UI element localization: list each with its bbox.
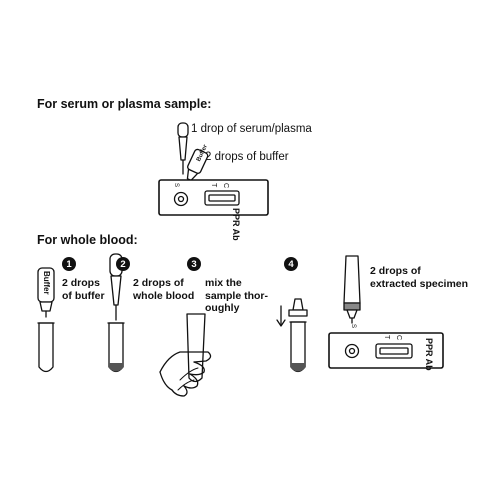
step-4-line-1: 2 drops of bbox=[370, 265, 421, 277]
serum-plasma-heading: For serum or plasma sample: bbox=[37, 97, 212, 111]
step-2-line-2: whole blood bbox=[133, 289, 195, 302]
dropper-icon bbox=[177, 122, 189, 175]
step-1-number: 1 bbox=[62, 257, 76, 271]
step-4-text: 2 drops of extracted specimen bbox=[370, 265, 468, 290]
tube-icon-4 bbox=[289, 321, 307, 373]
serum-drop-note: 1 drop of serum/plasma bbox=[191, 123, 312, 135]
step-3-text: mix the sample thor- oughly bbox=[205, 277, 268, 315]
dropper-cap-icon bbox=[288, 298, 308, 317]
cassette-mark-c-1: C bbox=[222, 183, 229, 189]
step-1-text: 2 drops of buffer bbox=[62, 277, 105, 302]
step-3-number: 3 bbox=[187, 257, 201, 271]
hand-mixing-icon bbox=[159, 313, 212, 397]
down-arrow-icon bbox=[276, 305, 286, 327]
dispensing-tube-icon bbox=[343, 255, 361, 324]
step-4-number: 4 bbox=[284, 257, 298, 271]
tube-icon-2 bbox=[107, 322, 125, 373]
cassette-label-1: PPR Ab bbox=[231, 208, 241, 241]
cassette-label-2: PPR Ab bbox=[424, 338, 434, 371]
whole-blood-heading: For whole blood: bbox=[37, 233, 138, 247]
test-cassette-1 bbox=[158, 179, 269, 216]
step-2-line-1: 2 drops of bbox=[133, 277, 184, 289]
cassette-mark-t-2: T bbox=[383, 335, 390, 340]
test-cassette-2 bbox=[328, 332, 444, 369]
cassette-mark-s-1: S bbox=[173, 183, 179, 188]
bottle-label-2: Buffer bbox=[42, 271, 51, 295]
step-3-line-3: oughly bbox=[205, 302, 240, 314]
cassette-mark-s-2: S bbox=[350, 324, 356, 329]
step-3-line-1: mix the bbox=[205, 277, 242, 289]
buffer-bottle-icon-2 bbox=[37, 267, 55, 318]
buffer-drop-note: 2 drops of buffer bbox=[205, 151, 289, 163]
step-3-line-2: sample thor- bbox=[205, 289, 269, 302]
step-1-line-1: 2 drops bbox=[62, 277, 100, 289]
cassette-mark-t-1: T bbox=[210, 183, 217, 188]
step-2-number: 2 bbox=[116, 257, 130, 271]
step-1-line-2: of buffer bbox=[62, 289, 105, 302]
step-4-line-2: extracted specimen bbox=[370, 277, 469, 290]
tube-icon-1 bbox=[37, 322, 55, 373]
cassette-mark-c-2: C bbox=[395, 335, 402, 341]
step-2-text: 2 drops of whole blood bbox=[133, 277, 194, 302]
